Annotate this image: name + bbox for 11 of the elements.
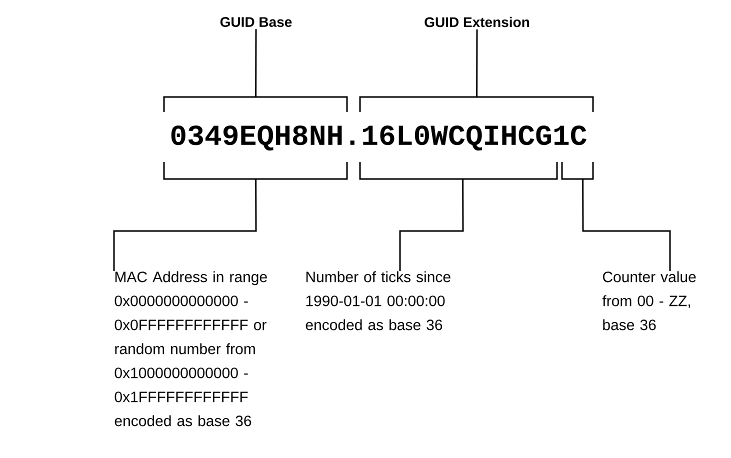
leader-line <box>476 29 478 97</box>
description-text: MAC Address in range 0x0000000000000 - 0x0FFFFFFFFFFFF or random number from 0x1000000000000 - 0x1FFFFFFFFFFFF encoded as base 36 <box>114 271 267 426</box>
description-text: Counter value from 00 - ZZ, base 36 <box>602 271 696 330</box>
leader-line <box>399 179 464 271</box>
leader-line <box>255 29 257 97</box>
leader-line <box>113 179 257 271</box>
heading: GUID Extension <box>424 16 530 28</box>
guid-string: 0349EQH8NH.16L0WCQIHCG1C <box>171 125 586 151</box>
heading: GUID Base <box>220 17 292 27</box>
leader-line <box>582 179 671 271</box>
description-text: Number of ticks since 1990-01-01 00:00:00 encoded as base 36 <box>306 271 450 330</box>
